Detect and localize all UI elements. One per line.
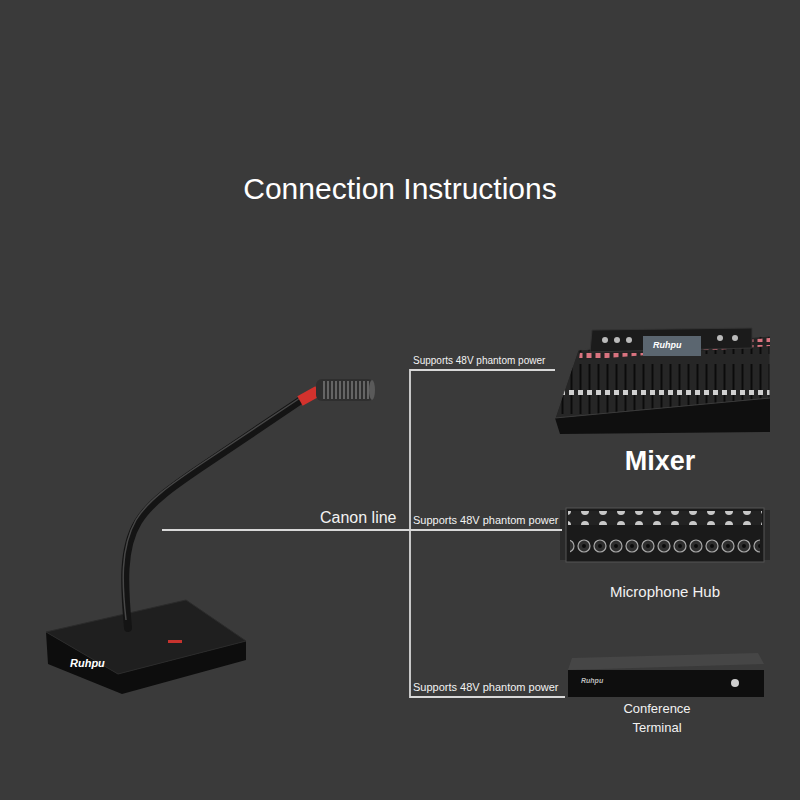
microphone-illustration xyxy=(324,381,368,399)
cable-line xyxy=(162,370,555,530)
terminal-node: Conference Terminal xyxy=(565,650,770,744)
edge-label: Supports 48V phantom power xyxy=(412,355,546,367)
mixer-illustration xyxy=(626,337,632,343)
hub-illustration xyxy=(560,508,770,562)
hub-illustration xyxy=(566,508,764,562)
terminal-illustration xyxy=(568,670,764,697)
brand-logo: Ruhpu xyxy=(651,340,684,351)
diagram-title: Connection Instructions xyxy=(0,170,800,208)
node-label: Ruhpu xyxy=(70,657,140,670)
microphone-illustration xyxy=(46,600,246,674)
mixer-illustration xyxy=(717,335,723,341)
microphone-illustration xyxy=(125,398,304,628)
microphone-illustration xyxy=(300,391,318,401)
node-label: Mixer xyxy=(555,445,765,477)
cable-label: Canon line xyxy=(318,508,399,527)
hub-illustration xyxy=(764,510,770,560)
edge-label: Supports 48V phantom power xyxy=(412,681,560,694)
terminal-illustration xyxy=(568,653,764,670)
cable-line xyxy=(162,530,565,697)
hub-illustration xyxy=(568,511,762,525)
hub-node: Microphone Hub xyxy=(562,500,772,606)
mixer-illustration xyxy=(602,337,608,343)
hub-illustration xyxy=(560,510,566,560)
node-label: Conference Terminal xyxy=(602,699,712,737)
microphone-illustration xyxy=(316,379,374,401)
mixer-illustration xyxy=(614,337,620,343)
edge-label: Supports 48V phantom power xyxy=(412,514,560,527)
hub-illustration xyxy=(570,530,760,558)
microphone-illustration xyxy=(369,380,375,400)
microphone-node: Ruhpu xyxy=(40,372,162,692)
mixer-illustration xyxy=(555,328,770,434)
brand-logo: Ruhpu xyxy=(579,677,605,685)
node-label: Microphone Hub xyxy=(562,582,768,601)
microphone-illustration xyxy=(46,379,375,694)
mixer-illustration xyxy=(643,336,701,356)
mixer-illustration xyxy=(590,328,752,352)
microphone-illustration xyxy=(123,398,300,620)
terminal-illustration xyxy=(568,653,764,697)
terminal-illustration xyxy=(731,679,739,687)
mixer-illustration xyxy=(732,335,738,341)
microphone-illustration xyxy=(168,640,182,643)
